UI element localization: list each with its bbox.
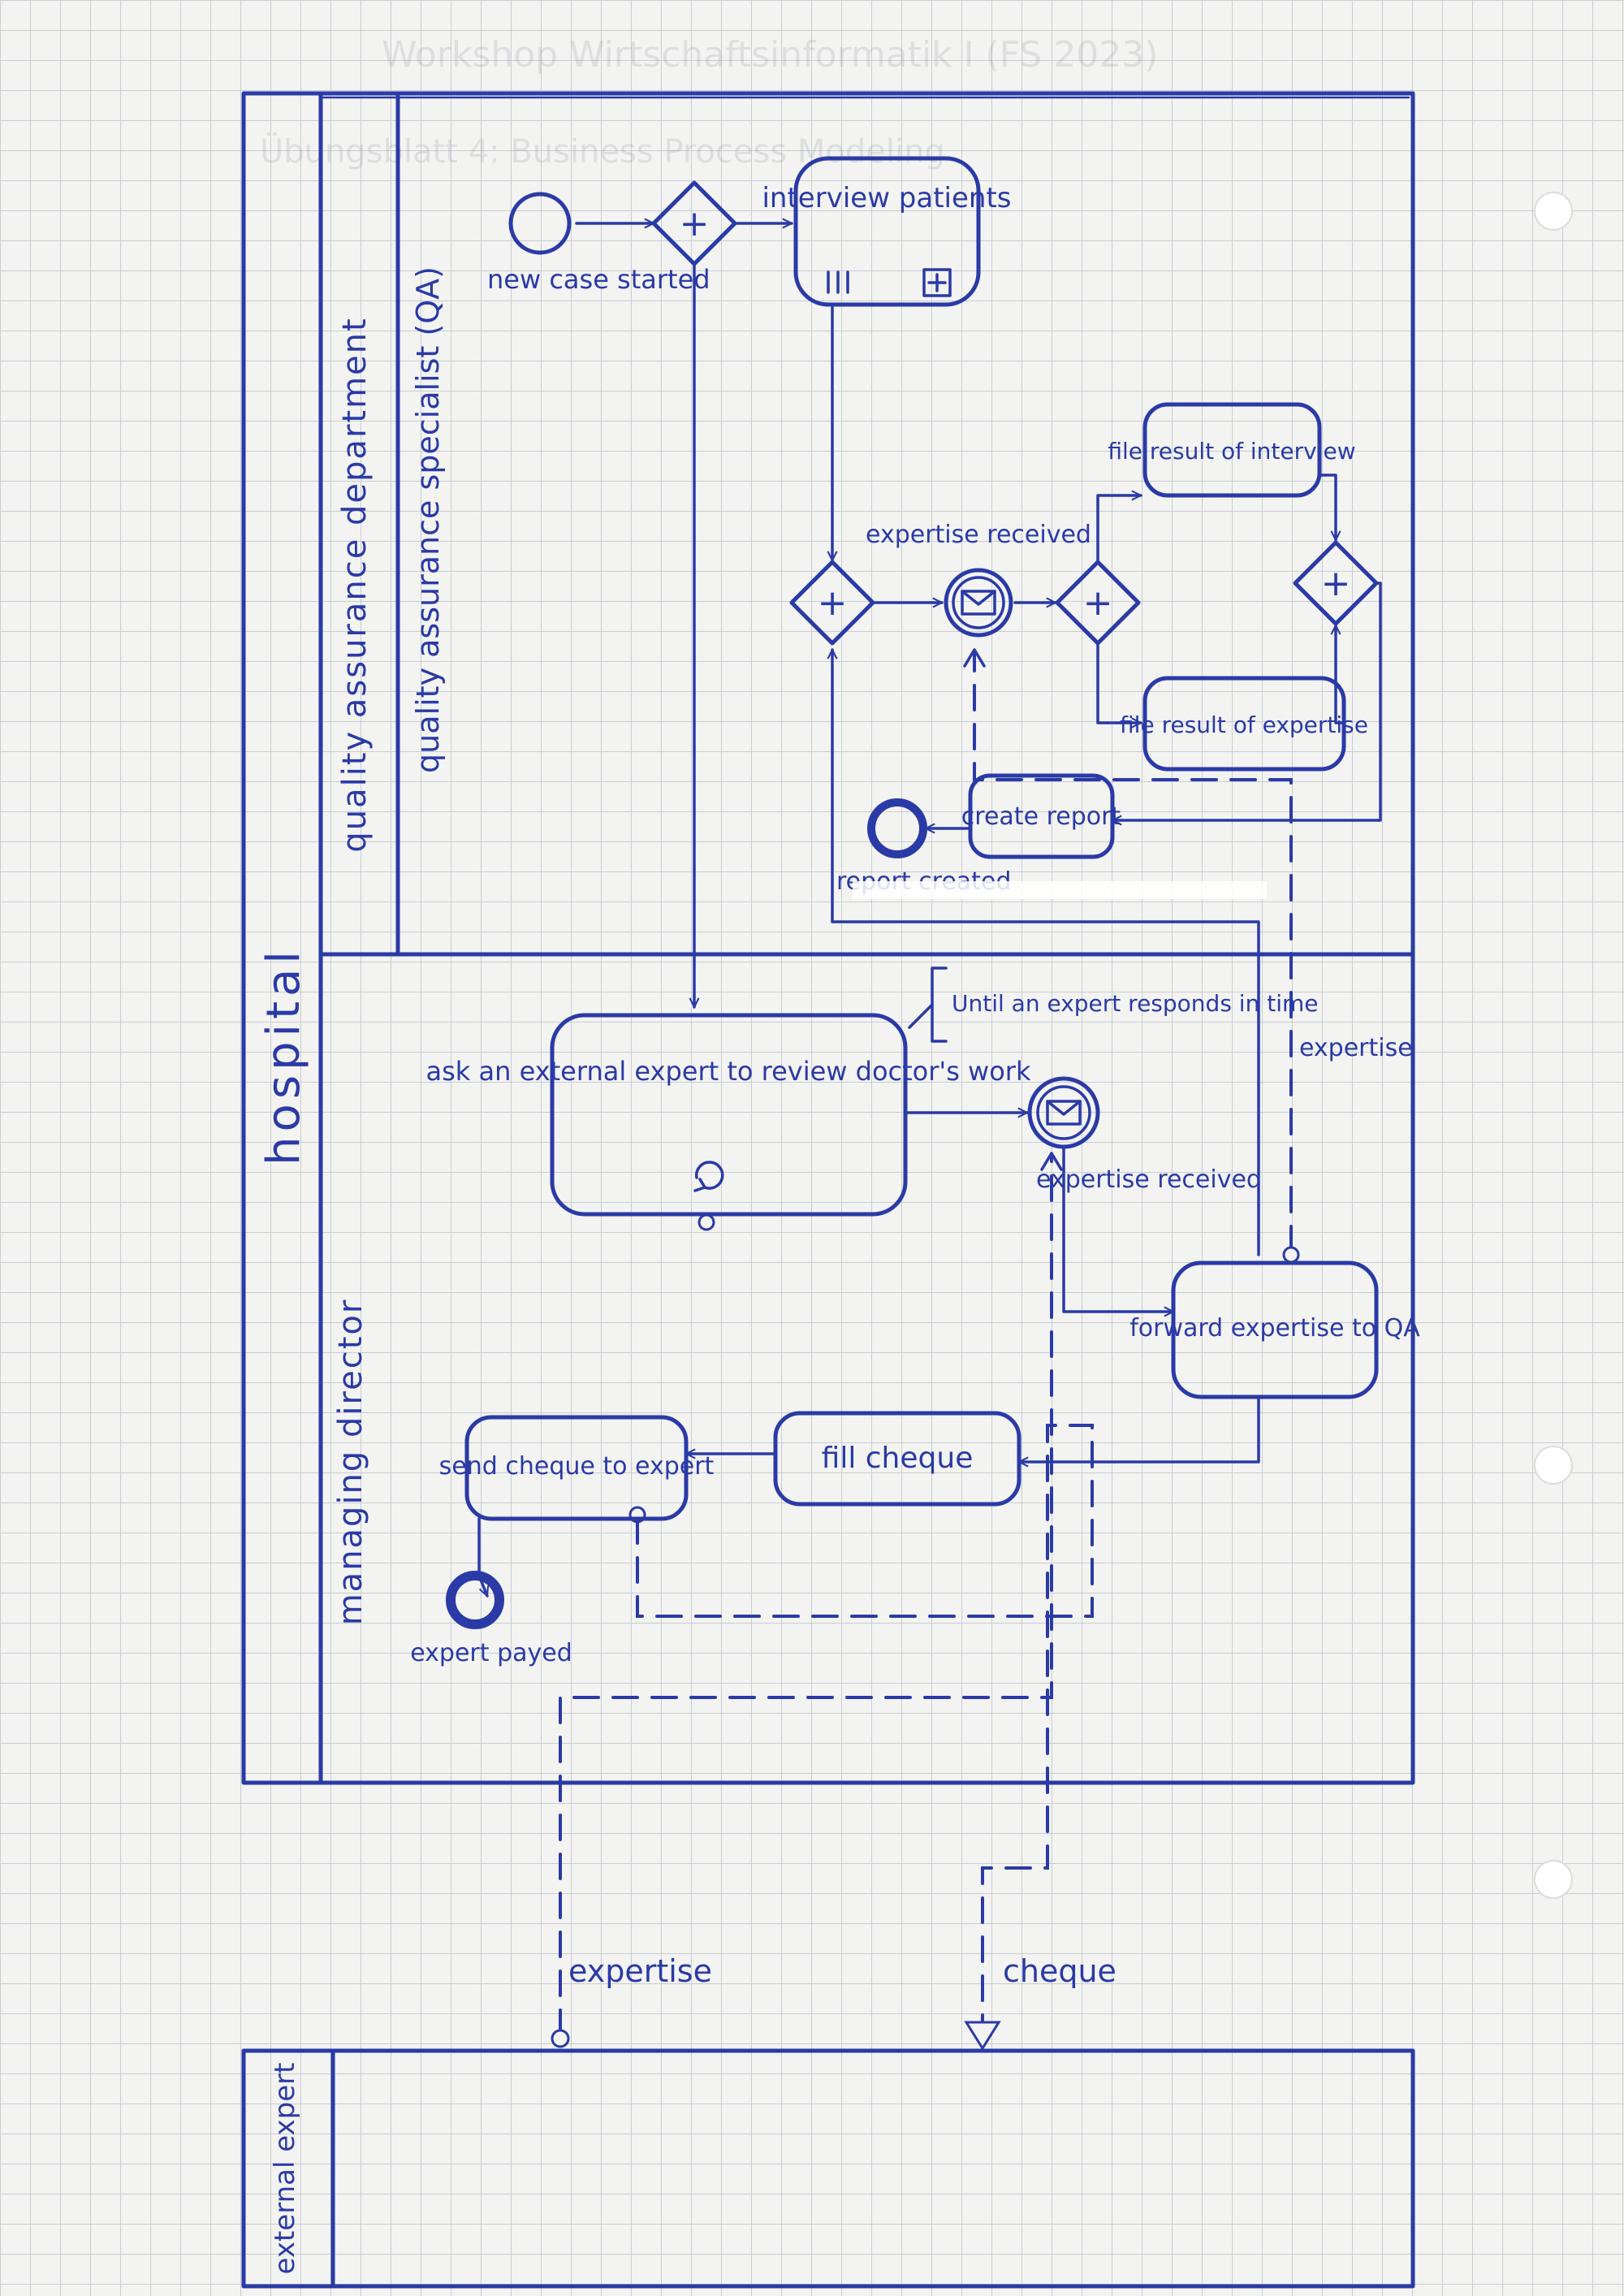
gateway-symbol: + [1083, 582, 1113, 624]
task-send-cheque [464, 1415, 689, 1521]
sequence-flows [575, 223, 1382, 1256]
task-label-fill-cheque: fill cheque [822, 1442, 974, 1475]
pool-label-external-expert: external expert [269, 2063, 301, 2275]
message-flows [551, 648, 1300, 2051]
page-header-line-2: Übungsblatt 4: Business Process Modeling [260, 132, 945, 171]
start-event-label: new case started [487, 264, 710, 295]
task-label-ask-expert: ask an external expert to review doctor'… [426, 1056, 1031, 1087]
pool-label-hospital: hospital [257, 946, 310, 1165]
task-label-file-interview: file result of interview [1108, 438, 1355, 465]
lane-label-qa-department: quality assurance department [336, 317, 374, 852]
task-label-file-expertise: file result of expertise [1120, 711, 1368, 738]
annotation-text: Until an expert responds in time [952, 990, 1319, 1017]
gateway-symbol: + [1321, 563, 1351, 604]
message-flow-label-cheque: cheque [1003, 1953, 1116, 1989]
parallel-gateway-join-2: + [1293, 540, 1379, 626]
message-event-label-md: expertise received [1036, 1165, 1262, 1194]
task-fill-cheque [773, 1411, 1021, 1507]
task-file-result-expertise [1142, 676, 1346, 772]
end-event-report-created [867, 798, 927, 858]
parallel-gateway-split-2: + [1055, 560, 1141, 646]
page-header-line-1: Workshop Wirtschaftsinformatik I (FS 202… [382, 34, 1158, 76]
punch-hole-bottom [1534, 1860, 1573, 1899]
task-label-create-report: create report [961, 802, 1121, 831]
parallel-gateway-split: + [651, 180, 737, 266]
message-catch-event-expertise-qa [944, 568, 1013, 638]
punch-hole-middle [1534, 1446, 1573, 1485]
pool-hospital [241, 91, 1415, 1785]
end-event-expert-payed [446, 1571, 504, 1629]
message-flow-label-expertise-qa: expertise [1299, 1034, 1413, 1062]
end-event-label-payed: expert payed [410, 1639, 572, 1667]
gateway-symbol: + [680, 203, 710, 244]
task-file-result-interview [1142, 402, 1322, 498]
lane-label-managing-director: managing director [332, 1299, 369, 1626]
task-label-send-cheque: send cheque to expert [439, 1452, 715, 1481]
task-label-forward-expertise: forward expertise to QA [1129, 1314, 1420, 1343]
task-forward-expertise [1171, 1260, 1379, 1399]
message-event-label-qa: expertise received [866, 521, 1091, 549]
message-flow-label-expertise: expertise [568, 1953, 712, 1989]
task-create-report [968, 773, 1115, 859]
message-catch-event-expertise-md [1027, 1076, 1100, 1149]
lane-label-qa-specialist: quality assurance specialist (QA) [410, 266, 446, 773]
parallel-gateway-join: + [789, 560, 875, 646]
task-ask-external-expert [550, 1013, 908, 1231]
gateway-symbol: + [818, 582, 848, 624]
annotation-loop-condition [908, 966, 948, 1043]
task-interview-patients [793, 156, 981, 307]
pool-external-expert [241, 2048, 1415, 2289]
punch-hole-top [1534, 192, 1573, 231]
sequence-flows-director [477, 1113, 1260, 1596]
correction-patch [853, 881, 1267, 899]
task-label-interview: interview patients [762, 182, 1011, 214]
start-event-new-case [508, 192, 572, 255]
